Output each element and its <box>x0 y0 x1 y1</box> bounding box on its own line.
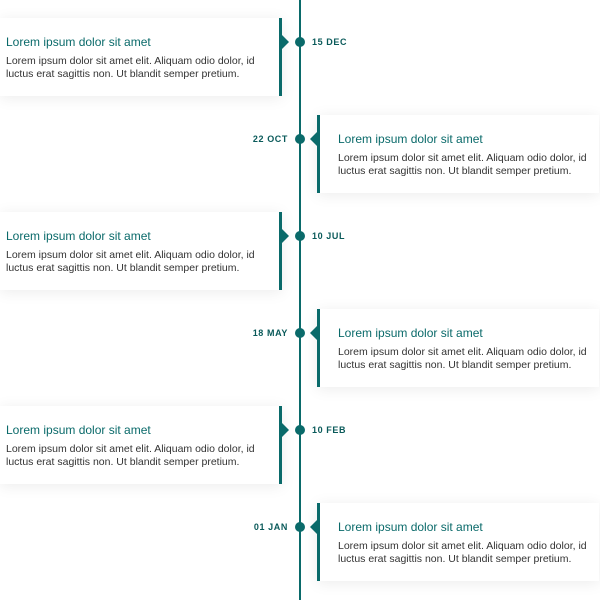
timeline-axis-line <box>299 0 301 600</box>
timeline-item: Lorem ipsum dolor sit amet Lorem ipsum d… <box>0 406 600 486</box>
card-title: Lorem ipsum dolor sit amet <box>6 423 151 437</box>
timeline-item: Lorem ipsum dolor sit amet Lorem ipsum d… <box>0 18 600 98</box>
card-pointer-arrow <box>310 520 317 534</box>
timeline-dot <box>295 328 305 338</box>
card-title: Lorem ipsum dolor sit amet <box>6 229 151 243</box>
timeline-date: 10 JUL <box>312 231 346 241</box>
timeline-item: Lorem ipsum dolor sit amet Lorem ipsum d… <box>0 309 600 389</box>
timeline-dot <box>295 37 305 47</box>
card-title: Lorem ipsum dolor sit amet <box>6 35 151 49</box>
timeline-date: 22 OCT <box>252 134 288 144</box>
timeline-item: Lorem ipsum dolor sit amet Lorem ipsum d… <box>0 115 600 195</box>
card-title: Lorem ipsum dolor sit amet <box>338 326 483 340</box>
card-text: Lorem ipsum dolor sit amet elit. Aliquam… <box>338 346 587 371</box>
timeline-card: Lorem ipsum dolor sit amet Lorem ipsum d… <box>317 503 599 581</box>
timeline-date: 10 FEB <box>312 425 347 435</box>
timeline-dot <box>295 134 305 144</box>
card-pointer-arrow <box>310 132 317 146</box>
timeline-dot <box>295 425 305 435</box>
timeline-card: Lorem ipsum dolor sit amet Lorem ipsum d… <box>0 18 282 96</box>
card-text: Lorem ipsum dolor sit amet elit. Aliquam… <box>6 249 255 274</box>
timeline-card: Lorem ipsum dolor sit amet Lorem ipsum d… <box>317 309 599 387</box>
timeline-date: 18 MAY <box>252 328 288 338</box>
timeline-card: Lorem ipsum dolor sit amet Lorem ipsum d… <box>0 406 282 484</box>
timeline-item: Lorem ipsum dolor sit amet Lorem ipsum d… <box>0 212 600 292</box>
timeline-item: Lorem ipsum dolor sit amet Lorem ipsum d… <box>0 503 600 583</box>
card-pointer-arrow <box>282 35 289 49</box>
card-pointer-arrow <box>282 423 289 437</box>
card-text: Lorem ipsum dolor sit amet elit. Aliquam… <box>6 443 255 468</box>
timeline-card: Lorem ipsum dolor sit amet Lorem ipsum d… <box>0 212 282 290</box>
timeline-dot <box>295 522 305 532</box>
timeline-card: Lorem ipsum dolor sit amet Lorem ipsum d… <box>317 115 599 193</box>
card-pointer-arrow <box>310 326 317 340</box>
card-text: Lorem ipsum dolor sit amet elit. Aliquam… <box>338 540 587 565</box>
timeline-date: 01 JAN <box>253 522 288 532</box>
timeline-dot <box>295 231 305 241</box>
card-pointer-arrow <box>282 229 289 243</box>
card-title: Lorem ipsum dolor sit amet <box>338 520 483 534</box>
card-title: Lorem ipsum dolor sit amet <box>338 132 483 146</box>
card-text: Lorem ipsum dolor sit amet elit. Aliquam… <box>338 152 587 177</box>
timeline-date: 15 DEC <box>312 37 348 47</box>
card-text: Lorem ipsum dolor sit amet elit. Aliquam… <box>6 55 255 80</box>
